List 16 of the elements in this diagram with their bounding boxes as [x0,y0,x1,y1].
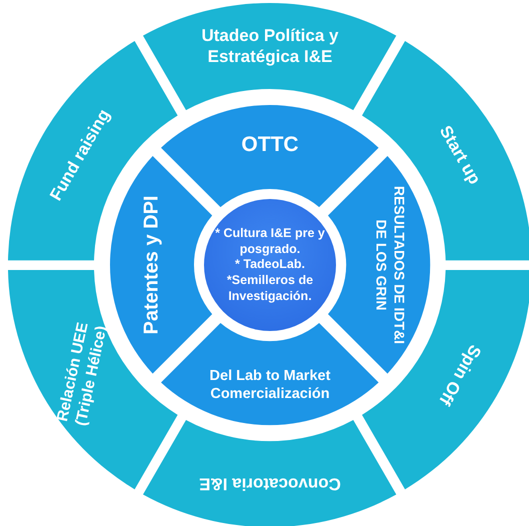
center-circle [204,199,336,331]
segment-label: Convocatoria I&E [198,474,342,495]
inner-ring-segment [110,156,212,374]
outer-ring-segment [143,3,397,110]
segment-label: Patentes y DPI [140,194,164,336]
inner-ring-segment [161,105,379,208]
segment-label: Utadeo Política y Estratégica I&E [200,24,340,68]
segment-label: Del Lab to Market Comercialización [208,366,332,404]
segment-label: *Semilleros de Investigación. [226,272,314,304]
segment-label: * TadeoLab. [234,257,306,273]
inner-ring-segment [161,322,379,425]
segment-label: Relación UEE (Triple Hélice) [52,319,112,429]
segment-label: RESULTADOS DE IDT&I DE LOS GRIN [373,184,408,345]
outer-ring-segment [143,420,397,526]
segment-label: OTTC [240,132,300,158]
segment-label: * Cultura I&E pre y posgrado. [214,226,326,258]
